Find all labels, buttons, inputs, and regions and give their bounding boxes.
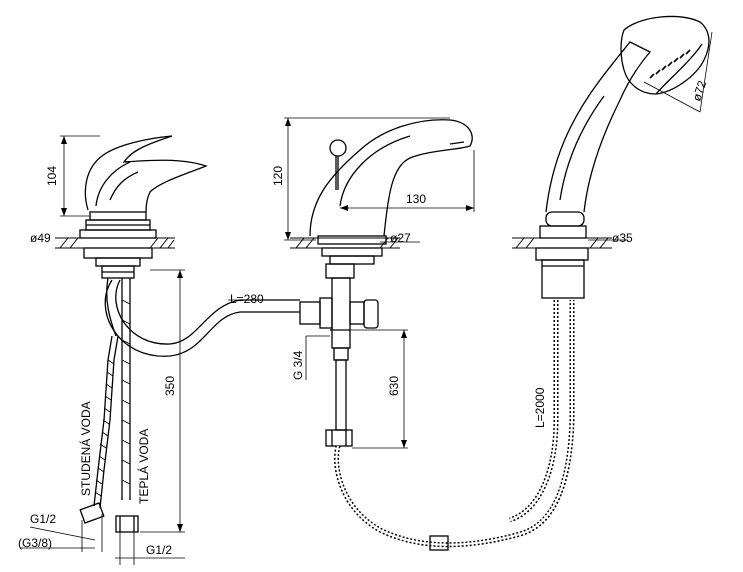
counter-center [290,237,400,249]
label-cold-water: STUDENÁ VODA [78,401,93,496]
dim-diameter-holder: ø35 [612,231,633,245]
spout-body [228,117,475,449]
dim-length-spout: 130 [406,192,426,206]
dim-diameter-mixer: ø49 [30,231,51,245]
dim-height-mixer: 104 [45,166,59,186]
label-hot-water: TEPLÁ VODA [136,429,151,504]
shower-head [512,15,713,299]
dim-thread-g38: (G3/8) [18,536,52,550]
dim-thread-g12-bottom: G1/2 [146,543,172,557]
dim-hose-length-connector: L=280 [230,292,264,306]
dim-length-630: 630 [387,376,401,396]
counter-right [512,237,612,249]
mixer-body [55,135,208,279]
dims-left [20,269,185,565]
dim-diameter-head: ø72 [690,79,710,103]
shower-hose [334,300,575,551]
dim-diameter-spout: ø27 [390,231,411,245]
dim-thread-g12-left: G1/2 [30,512,56,526]
dim-height-spout: 120 [271,166,285,186]
mixer-hoses [79,277,300,533]
dim-hose-length-shower: L=2000 [533,387,547,428]
dim-length-350: 350 [163,376,177,396]
dim-thread-g34: G 3/4 [291,350,305,380]
counter-left [55,237,175,249]
